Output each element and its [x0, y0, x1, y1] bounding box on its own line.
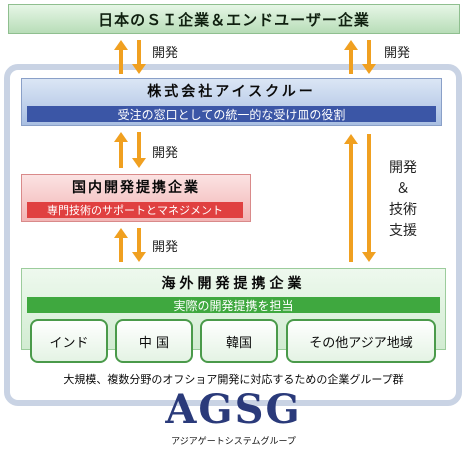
arrow-down-icon: [362, 40, 376, 74]
arrow-up-icon: [114, 228, 128, 262]
domestic-partners-role-band: 専門技術のサポートとマネジメント: [27, 202, 243, 218]
arrow-up-icon: [344, 40, 358, 74]
side-label-line: 支援: [389, 223, 417, 239]
client-companies-title: 日本のＳＩ企業＆エンドユーザー企業: [98, 10, 370, 29]
domestic-partners-name: 国内開発提携企業: [72, 180, 200, 196]
country-box-korea: 韓国: [200, 319, 278, 363]
flow-label-side: 開発 ＆ 技術 支援: [386, 158, 420, 242]
arrow-down-icon: [362, 134, 376, 262]
country-label: その他アジア地域: [309, 335, 413, 351]
side-label-line: 技術: [389, 202, 417, 218]
arrow-down-icon: [132, 228, 146, 262]
country-label: 韓国: [225, 335, 252, 351]
country-box-china: 中 国: [115, 319, 193, 363]
company-role-band: 受注の窓口としての統一的な受け皿の役割: [27, 106, 436, 122]
side-label-line: ＆: [396, 181, 410, 197]
country-box-india: インド: [30, 319, 108, 363]
country-box-other-asia: その他アジア地域: [286, 319, 436, 363]
arrow-down-icon: [132, 40, 146, 74]
company-name: 株式会社アイスクルー: [147, 84, 316, 100]
country-label: 中 国: [138, 335, 170, 351]
flow-label-middle: 開発: [152, 146, 179, 161]
flow-label-lower: 開発: [152, 240, 179, 255]
group-caption: 大規模、複数分野のオフショア開発に対応するための企業グループ群: [63, 373, 404, 386]
arrow-up-icon: [114, 40, 128, 74]
agsg-logo: AGSG: [165, 385, 302, 433]
side-label-line: 開発: [389, 160, 417, 176]
flow-label-top-left: 開発: [152, 46, 179, 61]
agsg-logo-subtitle: アジアゲートシステムグループ: [171, 436, 296, 447]
arrow-up-icon: [344, 134, 358, 262]
country-label: インド: [49, 335, 89, 351]
arrow-up-icon: [114, 132, 128, 168]
overseas-partners-name: 海外開発提携企業: [161, 276, 306, 292]
client-companies-box: 日本のＳＩ企業＆エンドユーザー企業: [8, 4, 460, 34]
arrow-down-icon: [132, 132, 146, 168]
overseas-partners-role-band: 実際の開発提携を担当: [27, 297, 440, 313]
flow-label-top-right: 開発: [384, 46, 411, 61]
